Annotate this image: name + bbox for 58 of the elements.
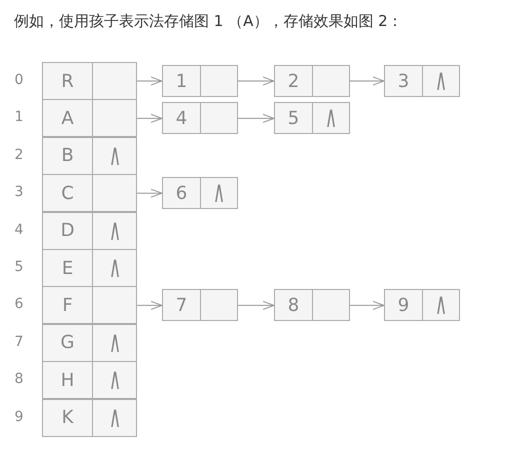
list-node-value: 9 [384,289,423,322]
data-cell: F [42,286,93,324]
data-cell: A [42,99,93,138]
pointer-cell [92,174,137,212]
list-node-value: 3 [384,65,423,97]
null-pointer-cell: ∧ [422,289,460,322]
arrow [350,76,384,86]
data-cell: C [42,174,93,212]
data-cell: G [42,324,93,362]
row-index: 1 [14,109,24,126]
list-node-value: 5 [274,102,313,134]
row-index: 0 [14,72,24,88]
arrow [136,114,162,123]
pointer-cell [312,289,350,322]
data-cell: E [42,249,93,287]
pointer-cell [200,102,238,134]
row-index: 3 [14,184,24,200]
null-pointer-cell: ∧ [92,249,137,287]
null-pointer-cell: ∧ [422,65,460,97]
pointer-cell [92,99,137,138]
list-node-value: 6 [162,177,201,210]
arrow [238,300,274,310]
arrow [136,76,162,86]
pointer-cell [92,62,137,100]
row-index: 9 [14,408,24,425]
pointer-cell [92,286,137,324]
list-node-value: 8 [274,289,313,322]
null-pointer-cell: ∧ [200,177,238,210]
data-cell: R [42,62,93,100]
row-index: 7 [14,334,24,350]
heading-text: 例如，使用孩子表示法存储图 1 （A），存储效果如图 2： [14,12,403,31]
list-node-value: 4 [162,102,201,134]
list-node-value: 1 [162,65,201,97]
pointer-cell [312,65,350,97]
data-cell: D [42,212,93,250]
null-pointer-cell: ∧ [92,398,137,437]
arrow [238,114,274,123]
null-pointer-cell: ∧ [92,212,137,250]
row-index: 4 [14,222,24,238]
pointer-cell [200,289,238,322]
arrow [136,300,162,310]
null-pointer-cell: ∧ [92,324,137,362]
row-index: 8 [14,371,24,388]
row-index: 6 [14,296,24,312]
data-cell: K [42,398,93,437]
arrow [136,188,162,198]
data-cell: B [42,136,93,175]
pointer-cell [200,65,238,97]
list-node-value: 7 [162,289,201,322]
null-pointer-cell: ∧ [92,361,137,400]
row-index: 5 [14,259,24,275]
data-cell: H [42,361,93,400]
list-node-value: 2 [274,65,313,97]
arrow [350,300,384,310]
arrow [238,76,274,86]
null-pointer-cell: ∧ [92,136,137,175]
null-pointer-cell: ∧ [312,102,350,134]
row-index: 2 [14,146,24,163]
